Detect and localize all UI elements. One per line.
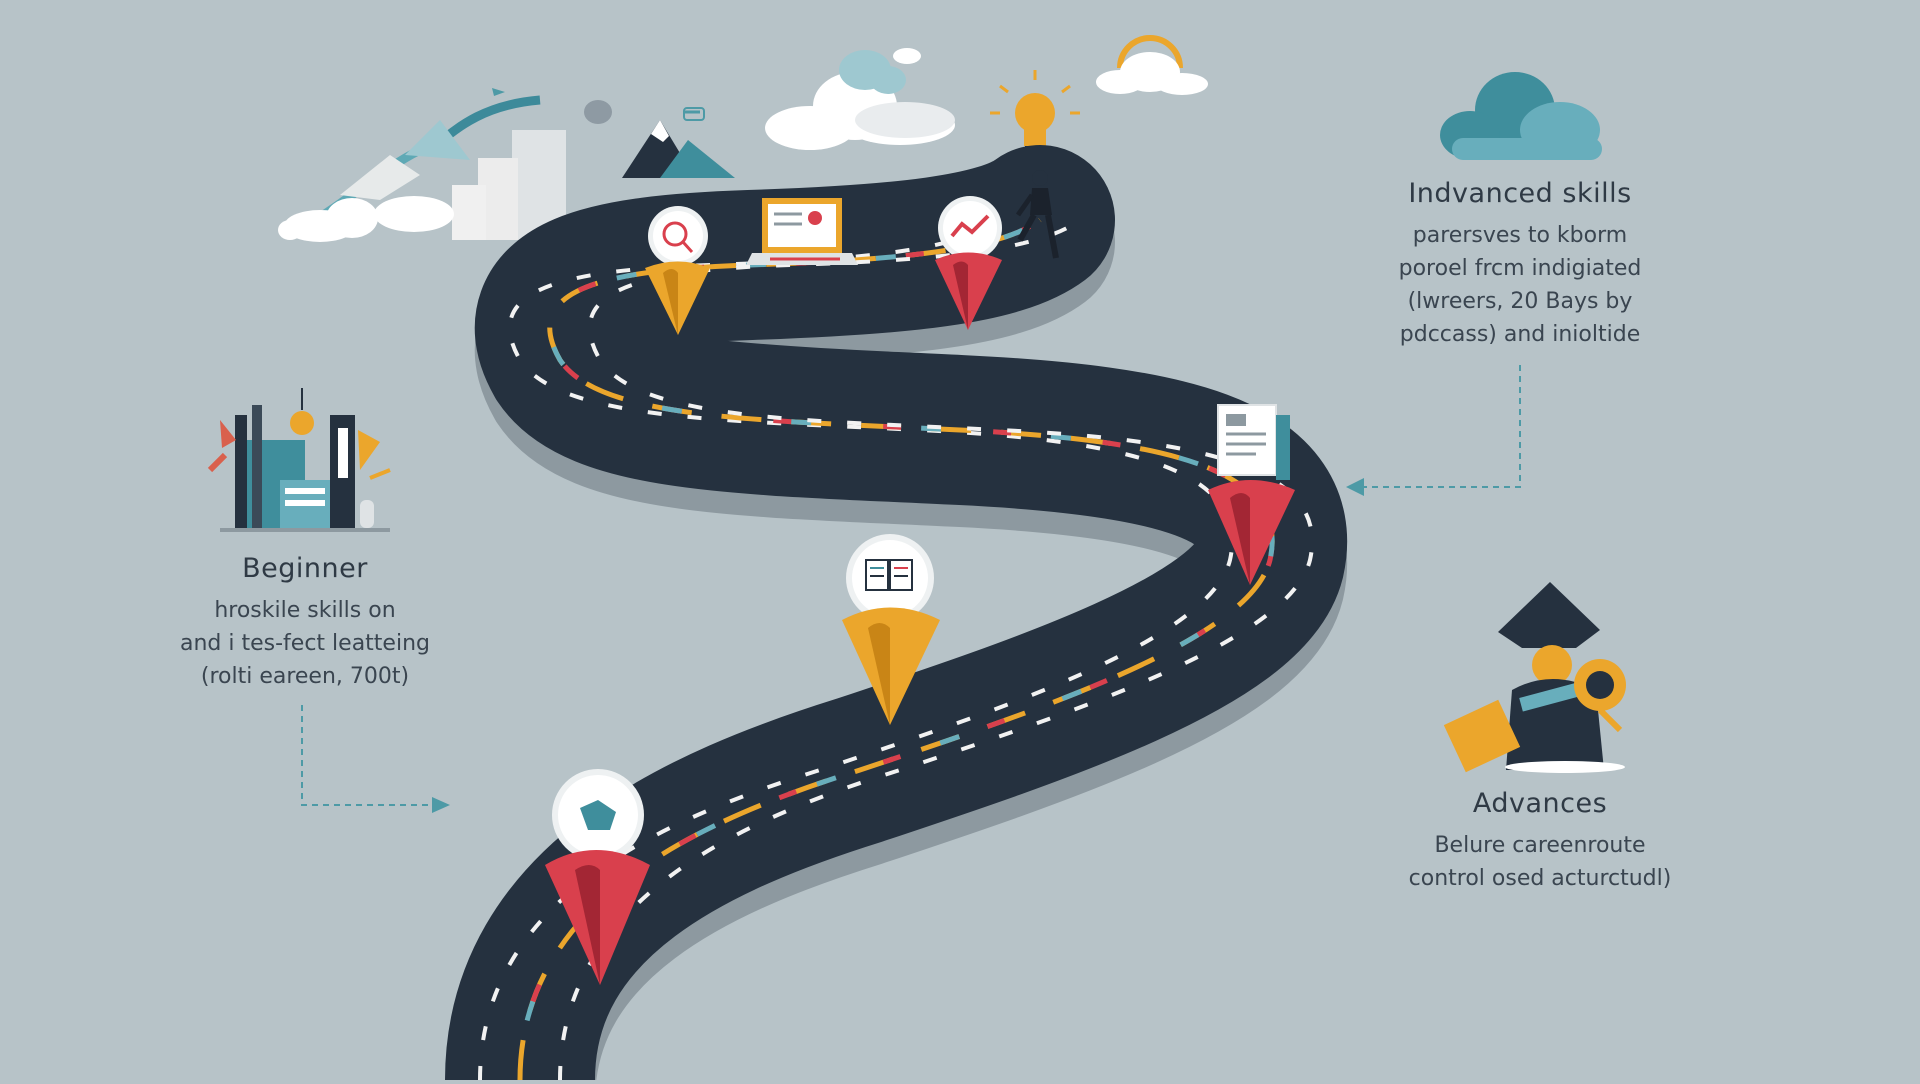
lightbulb-icon (990, 70, 1080, 156)
stage-description-line: parersves to kborm (1412, 223, 1628, 248)
teal-cloud-icon (1440, 72, 1602, 160)
puzzle-icon (580, 800, 616, 830)
road-marker-red (935, 196, 1002, 330)
document-icon (1217, 404, 1290, 480)
stage-description-line: Belure careenroute (1434, 833, 1646, 858)
book-icon (865, 559, 913, 591)
cloud-icon (765, 48, 955, 150)
stage-description-line: poroel frcm indigiated (1398, 256, 1642, 281)
search-money-icon (662, 221, 688, 247)
stage-advances-label: Advances Belure careenroute control osed… (1385, 788, 1695, 895)
books-icon (207, 388, 391, 532)
stage-description-line: control osed acturctudl) (1408, 866, 1672, 891)
stage-title: Beginner (242, 553, 368, 584)
road-marker-red (1208, 404, 1295, 585)
laptop-icon (746, 198, 858, 265)
chart-icon (950, 214, 990, 238)
stage-description-line: hroskile skills on (214, 598, 396, 623)
stage-title: Indvanced skills (1408, 178, 1632, 209)
stage-description-line: and i tes-fect leatteing (180, 631, 430, 656)
stage-description-line: (lwreers, 20 Bays by (1407, 289, 1633, 314)
stage-description-line: (rolti eareen, 700t) (200, 664, 410, 689)
arrow-icon (301, 705, 450, 813)
graduate-icon (1443, 582, 1626, 773)
stage-title: Advances (1472, 788, 1608, 819)
stage-advanced-skills-label: Indvanced skills parersves to kborm poro… (1370, 178, 1670, 351)
mountain-icon (584, 100, 735, 178)
road-marker-red (545, 769, 650, 985)
arrow-icon (1346, 365, 1521, 496)
stage-description-line: pdccass) and inioltide (1399, 322, 1641, 347)
person-icon (1015, 170, 1059, 259)
growth-chart-icon (278, 88, 566, 242)
road-marker-yellow (842, 534, 940, 725)
road-marker-yellow (645, 206, 710, 335)
sun-cloud-icon (1096, 35, 1208, 95)
stage-beginner-label: Beginner hroskile skills on and i tes-fe… (165, 553, 445, 693)
